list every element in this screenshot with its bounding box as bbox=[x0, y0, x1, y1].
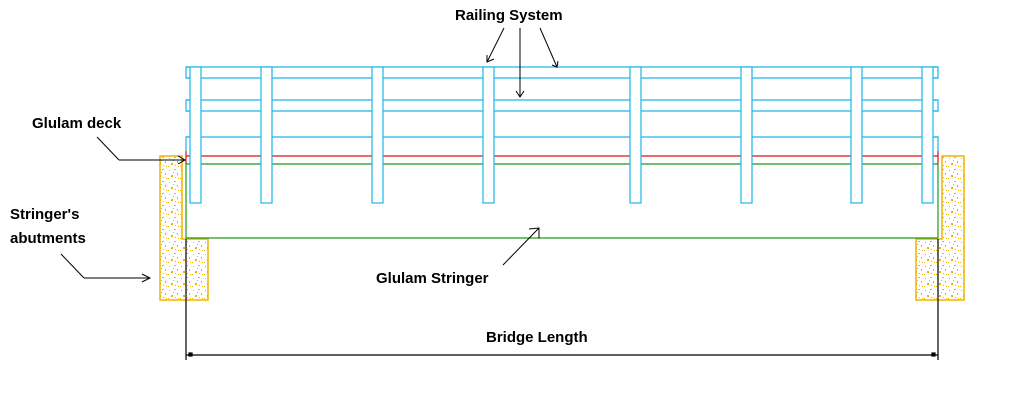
abutment-right bbox=[915, 155, 965, 301]
railing-post bbox=[371, 66, 384, 204]
railing-post bbox=[482, 66, 495, 204]
abutments-label-line2: abutments bbox=[10, 230, 86, 247]
glulam-stringer bbox=[185, 163, 939, 239]
railing-post bbox=[740, 66, 753, 204]
railing-post bbox=[629, 66, 642, 204]
glulam-deck bbox=[185, 151, 939, 164]
bridge-length-dimension bbox=[185, 239, 939, 360]
bridge-length-label: Bridge Length bbox=[486, 329, 588, 346]
railing-post bbox=[921, 66, 934, 204]
railing-system-label: Railing System bbox=[455, 7, 563, 24]
railing-post bbox=[260, 66, 273, 204]
railing-post bbox=[850, 66, 863, 204]
posts bbox=[189, 66, 934, 204]
abutments-label-line1: Stringer's bbox=[10, 206, 79, 223]
glulam-deck-label: Glulam deck bbox=[32, 115, 122, 132]
abutment-left bbox=[159, 155, 209, 301]
leader-arrows bbox=[60, 27, 559, 283]
rails bbox=[185, 66, 939, 151]
glulam-stringer-label: Glulam Stringer bbox=[376, 270, 489, 287]
railing-system bbox=[185, 66, 939, 204]
railing-post bbox=[189, 66, 202, 204]
